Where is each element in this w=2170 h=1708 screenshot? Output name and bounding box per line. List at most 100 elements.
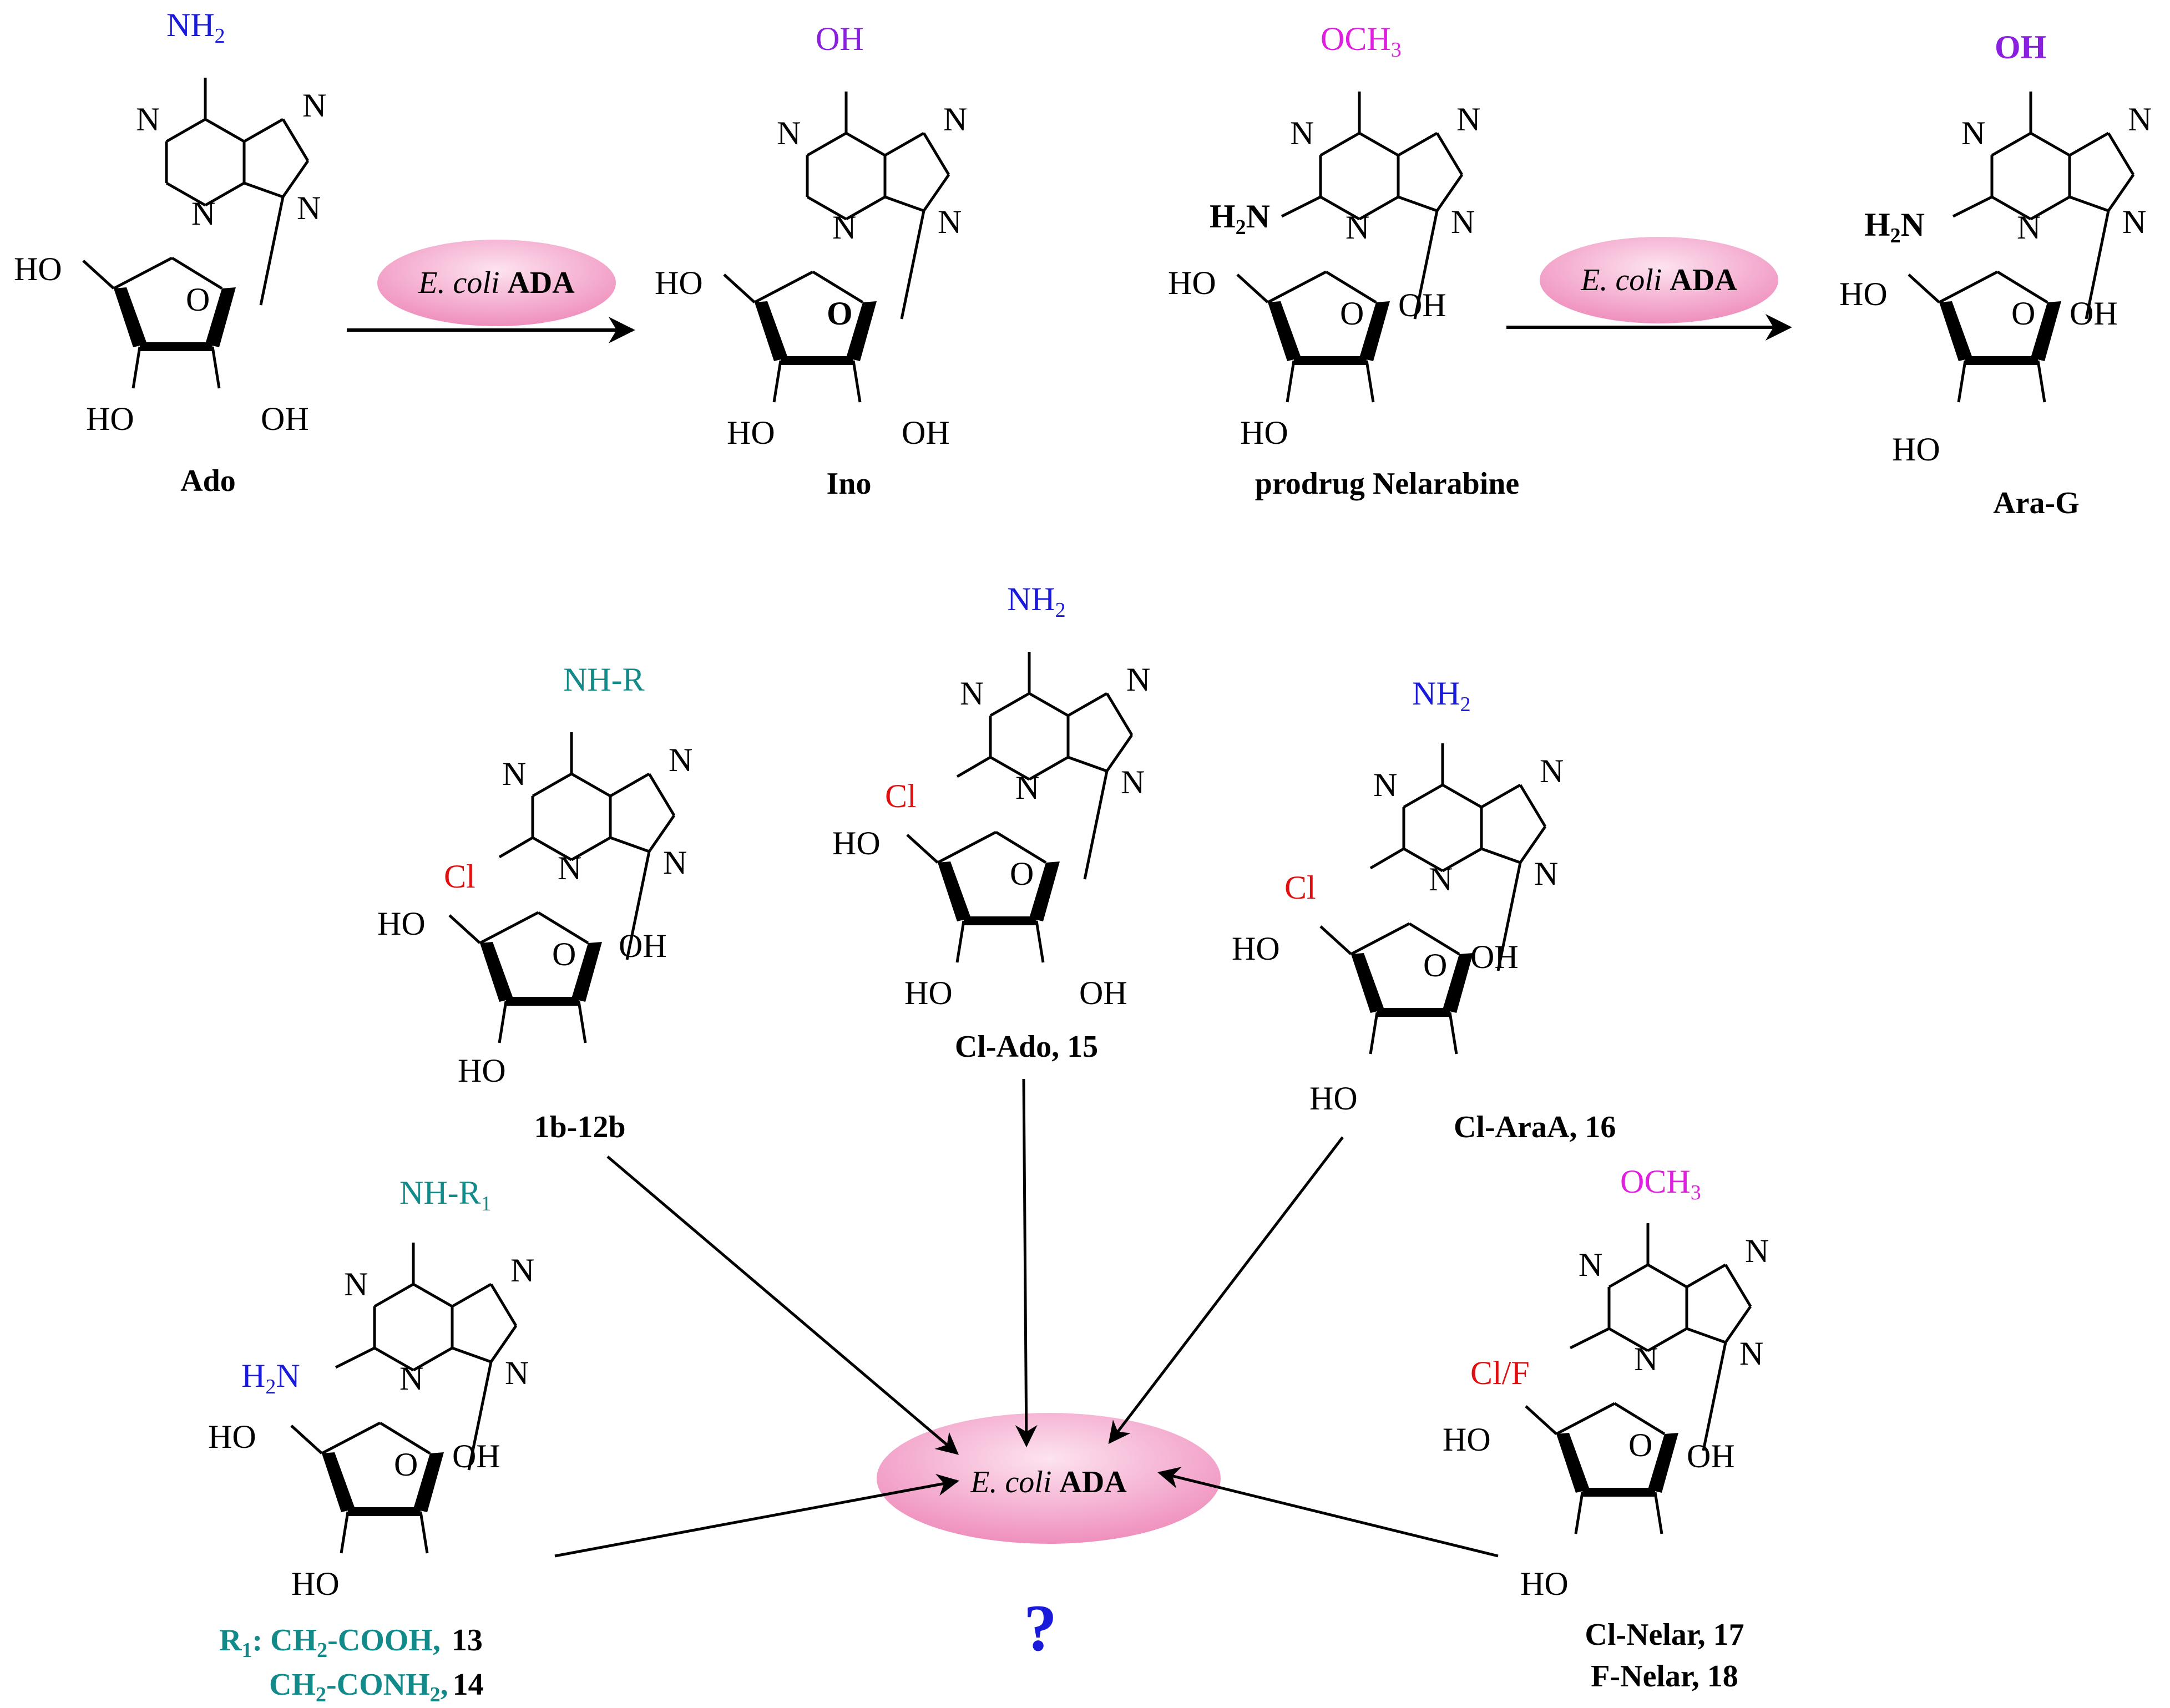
svg-text:E. coli ADA: E. coli ADA <box>1580 263 1737 297</box>
chloro-group: Cl <box>444 858 476 895</box>
atom-n: N <box>1451 204 1475 240</box>
atom-o: O <box>2011 295 2035 332</box>
atom-n: N <box>960 675 984 712</box>
amine-group: NH2 <box>166 7 225 48</box>
atom-n: N <box>1961 115 1985 151</box>
molecule-nelar-halo: OCH3 Cl/F N N N N O HO HO OH Cl-Nelar, 1… <box>1443 1163 1769 1694</box>
molecule-1b-12b: NH-R Cl N N N N O HO HO OH 1b-12b <box>377 661 692 1144</box>
hydroxyl: HO <box>1892 431 1940 468</box>
atom-n: N <box>1126 661 1150 698</box>
arrow-from-1b-12b <box>606 1155 959 1455</box>
atom-n: N <box>777 115 801 151</box>
hydroxyl: HO <box>655 265 703 301</box>
molecule-cl-ado: NH2 Cl N N N N O HO HO OH Cl-Ado, 15 <box>832 581 1150 1064</box>
hydroxyl: OH <box>1079 975 1127 1011</box>
label-nelarabine: prodrug Nelarabine <box>1255 467 1520 501</box>
arrow-from-cl-ado <box>1015 1078 1038 1447</box>
molecule-ado: NH2 N N N N O HO HO OH Ado <box>14 7 326 498</box>
atom-n: N <box>344 1266 368 1302</box>
atom-n: N <box>2122 204 2146 240</box>
hydroxyl: HO <box>1443 1421 1491 1458</box>
hydroxyl: HO <box>727 414 775 451</box>
atom-n: N <box>663 844 687 881</box>
atom-n: N <box>1015 769 1039 806</box>
hydroxyl: HO <box>832 825 881 861</box>
atom-n: N <box>1429 861 1453 898</box>
atom-n: N <box>136 101 160 138</box>
atom-n: N <box>1373 767 1397 803</box>
atom-n: N <box>1456 101 1480 138</box>
label-cl-nelar: Cl-Nelar, 17 <box>1585 1618 1744 1652</box>
label-ara-g: Ara-G <box>1993 486 2080 520</box>
chloro-group: Cl <box>885 778 917 814</box>
atom-n: N <box>1739 1335 1763 1372</box>
atom-n: N <box>510 1252 534 1289</box>
atom-o: O <box>394 1446 418 1483</box>
atom-o: O <box>1340 295 1364 332</box>
amine-group: H2N <box>1864 206 1925 247</box>
atom-n: N <box>1345 209 1369 246</box>
atom-n: N <box>302 87 326 124</box>
svg-text:E. coli ADA: E. coli ADA <box>970 1465 1127 1499</box>
atom-n: N <box>1745 1233 1769 1269</box>
nh-r1-group: NH-R1 <box>399 1174 492 1215</box>
label-ado: Ado <box>180 464 236 498</box>
methoxy-group: OCH3 <box>1620 1163 1701 1204</box>
atom-o: O <box>1628 1427 1652 1463</box>
atom-o: O <box>827 295 853 332</box>
atom-n: N <box>669 742 692 778</box>
hydroxyl: HO <box>86 401 134 437</box>
svg-text:E. coli ADA: E. coli ADA <box>418 266 575 300</box>
hydroxyl: HO <box>1168 265 1216 301</box>
atom-o: O <box>1423 947 1447 984</box>
hydroxyl: HO <box>291 1565 340 1602</box>
atom-n: N <box>558 850 581 886</box>
atom-n: N <box>191 195 215 232</box>
atom-n: N <box>1540 753 1564 789</box>
molecule-r1-series: NH-R1 H2N N N N N O HO HO OH <box>208 1174 534 1602</box>
atom-n: N <box>938 204 962 240</box>
hydroxyl: OH <box>452 1438 500 1474</box>
hydroxyl: OH <box>1470 939 1519 975</box>
atom-n: N <box>505 1355 529 1391</box>
r1-legend: R1: CH2-COOH,13 CH2-CONH2,14 <box>219 1623 484 1706</box>
atom-n: N <box>1534 855 1558 892</box>
amine-group: NH2 <box>1412 675 1471 716</box>
hydroxyl: HO <box>458 1052 506 1089</box>
methoxy-group: OCH3 <box>1321 21 1402 62</box>
chloro-group: Cl <box>1284 869 1316 906</box>
arrow-from-r1-series <box>554 1473 959 1558</box>
atom-n: N <box>502 756 526 792</box>
arrow-from-nelar-halo <box>1157 1467 1499 1558</box>
hydroxyl: OH <box>1687 1438 1735 1474</box>
atom-n: N <box>1634 1341 1658 1377</box>
label-ino: Ino <box>827 467 872 501</box>
molecule-ino: OH N N N N O HO HO OH Ino <box>655 21 967 501</box>
atom-o: O <box>186 281 210 318</box>
atom-n: N <box>2017 209 2041 246</box>
atom-n: N <box>1121 764 1145 800</box>
hydroxyl: HO <box>1309 1080 1358 1117</box>
atom-n: N <box>832 209 856 246</box>
halo-group: Cl/F <box>1470 1355 1530 1391</box>
hydroxyl: HO <box>1839 276 1888 312</box>
atom-o: O <box>1010 855 1034 892</box>
hydroxyl: HO <box>14 251 62 287</box>
atom-n: N <box>1290 115 1314 151</box>
enzyme-ada-central: E. coli ADA <box>877 1413 1221 1544</box>
r1-line-2: CH2-CONH2,14 <box>269 1668 484 1706</box>
hydroxyl: OH <box>1398 287 1446 323</box>
atom-n: N <box>2128 101 2152 138</box>
amine-group: NH2 <box>1007 581 1066 622</box>
hydroxyl-6: OH <box>816 21 864 57</box>
molecule-ara-g: OH H2N N N N N O HO HO OH Ara-G <box>1839 29 2152 520</box>
hydroxyl: HO <box>208 1418 256 1455</box>
hydroxyl: HO <box>377 905 426 942</box>
hydroxyl: HO <box>1240 414 1288 451</box>
hydroxyl: HO <box>1520 1565 1569 1602</box>
label-cl-ado: Cl-Ado, 15 <box>955 1030 1098 1064</box>
enzyme-ada-1: E. coli ADA <box>377 240 616 326</box>
molecule-cl-araa: NH2 Cl N N N N O HO HO OH Cl-AraA, 16 <box>1232 675 1616 1144</box>
atom-n: N <box>1579 1246 1602 1283</box>
